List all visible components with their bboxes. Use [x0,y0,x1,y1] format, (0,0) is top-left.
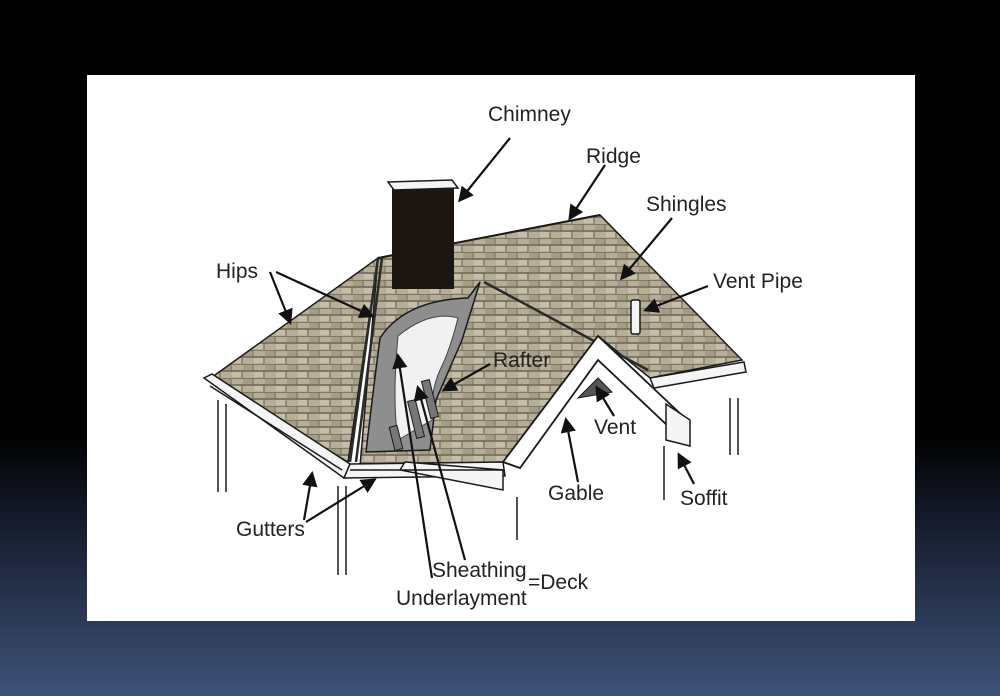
arrow-vent [595,385,615,417]
arrow-rafter [441,363,491,392]
arrow-soffit [677,452,695,485]
label-soffit: Soffit [680,487,728,510]
label-vent: Vent [594,416,636,439]
chimney [386,179,460,289]
label-gutters: Gutters [236,518,305,541]
house-walls [217,398,739,575]
arrow-gutters-1 [302,470,318,521]
label-ridge: Ridge [586,145,641,168]
label-rafter: Rafter [493,349,550,372]
label-shingles: Shingles [646,193,727,216]
arrow-gable [560,416,580,483]
vent-pipe [630,299,641,335]
arrow-chimney [458,137,511,203]
arrow-hips-2 [275,271,375,318]
arrow-sheathing [413,385,467,561]
arrow-gutters-2 [305,478,377,523]
label-underlayment: Underlayment [396,587,527,610]
arrow-underlayment [392,352,434,579]
arrow-vent-pipe [643,284,709,313]
label-hips: Hips [216,260,258,283]
label-vent-pipe: Vent Pipe [713,270,803,293]
arrow-ridge [568,164,606,221]
arrow-hips-1 [268,271,293,325]
soffit [665,402,691,447]
label-chimney: Chimney [488,103,571,126]
callout-arrows [268,137,709,579]
gutters [202,361,747,491]
arrow-shingles [620,217,673,281]
label-gable: Gable [548,482,604,505]
label-deck: =Deck [528,571,589,594]
hip-lines [348,257,649,463]
label-sheathing: Sheathing [432,559,527,582]
